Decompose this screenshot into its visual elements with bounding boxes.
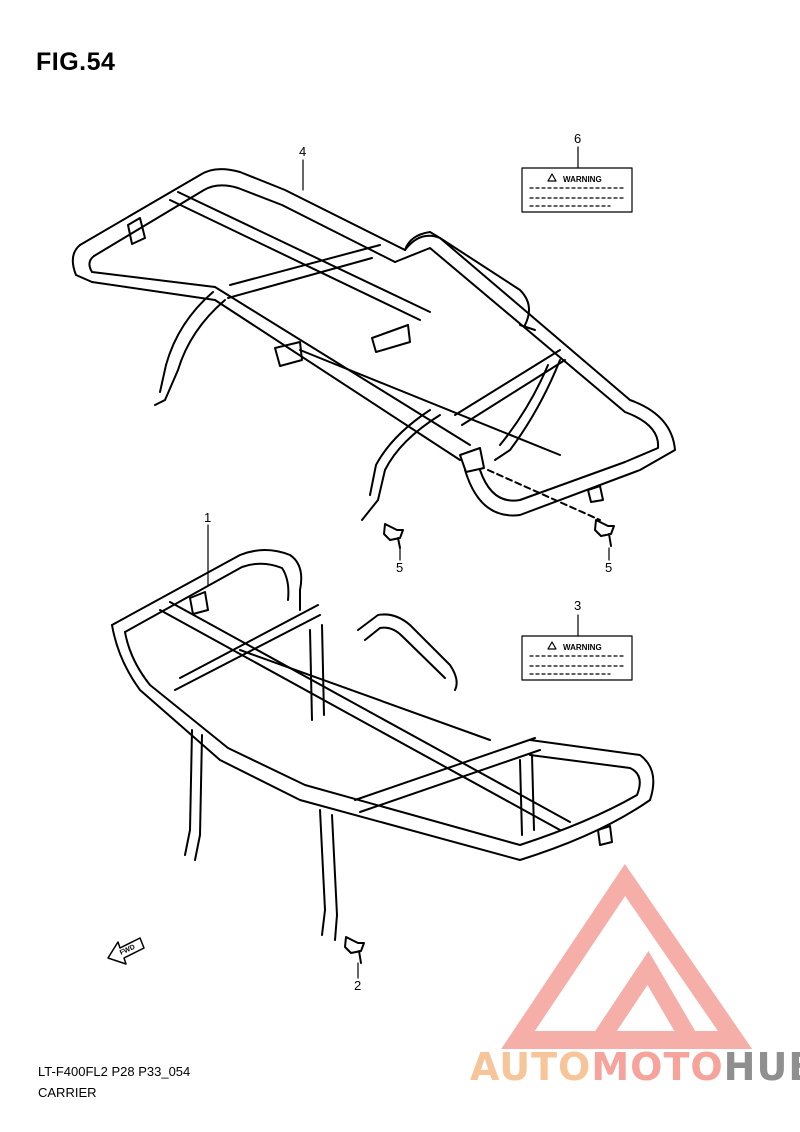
watermark-text: AUTOMOTOHUB [470, 1045, 800, 1089]
footer-figure-name: CARRIER [38, 1085, 97, 1100]
callout-part-5b: 5 [605, 560, 612, 575]
callout-part-6: 6 [574, 131, 581, 146]
warning-label-part-3 [521, 635, 633, 681]
bolt-part-5b [594, 519, 615, 547]
watermark-logo [501, 863, 753, 1049]
bolt-part-5a [383, 523, 404, 549]
leader-lines [207, 146, 610, 979]
figure-title: FIG.54 [36, 48, 116, 76]
callout-part-5a: 5 [396, 560, 403, 575]
callout-part-3: 3 [574, 598, 581, 613]
watermark-auto: AUTO [470, 1045, 592, 1089]
callout-part-4: 4 [299, 144, 306, 159]
watermark-hub: HUB [723, 1045, 800, 1089]
warning-text-3: WARNING [563, 643, 602, 652]
warning-label-part-6 [521, 167, 633, 213]
watermark-moto: MOTO [591, 1045, 724, 1089]
warning-text-6: WARNING [563, 175, 602, 184]
callout-part-2: 2 [354, 978, 361, 993]
front-carrier-part-1 [111, 549, 655, 941]
bolt-part-2 [344, 936, 365, 964]
callout-part-1: 1 [204, 510, 211, 525]
rear-carrier-part-4 [71, 168, 676, 521]
footer-figure-code: LT-F400FL2 P28 P33_054 [38, 1064, 191, 1079]
fwd-arrow-icon [107, 937, 145, 965]
